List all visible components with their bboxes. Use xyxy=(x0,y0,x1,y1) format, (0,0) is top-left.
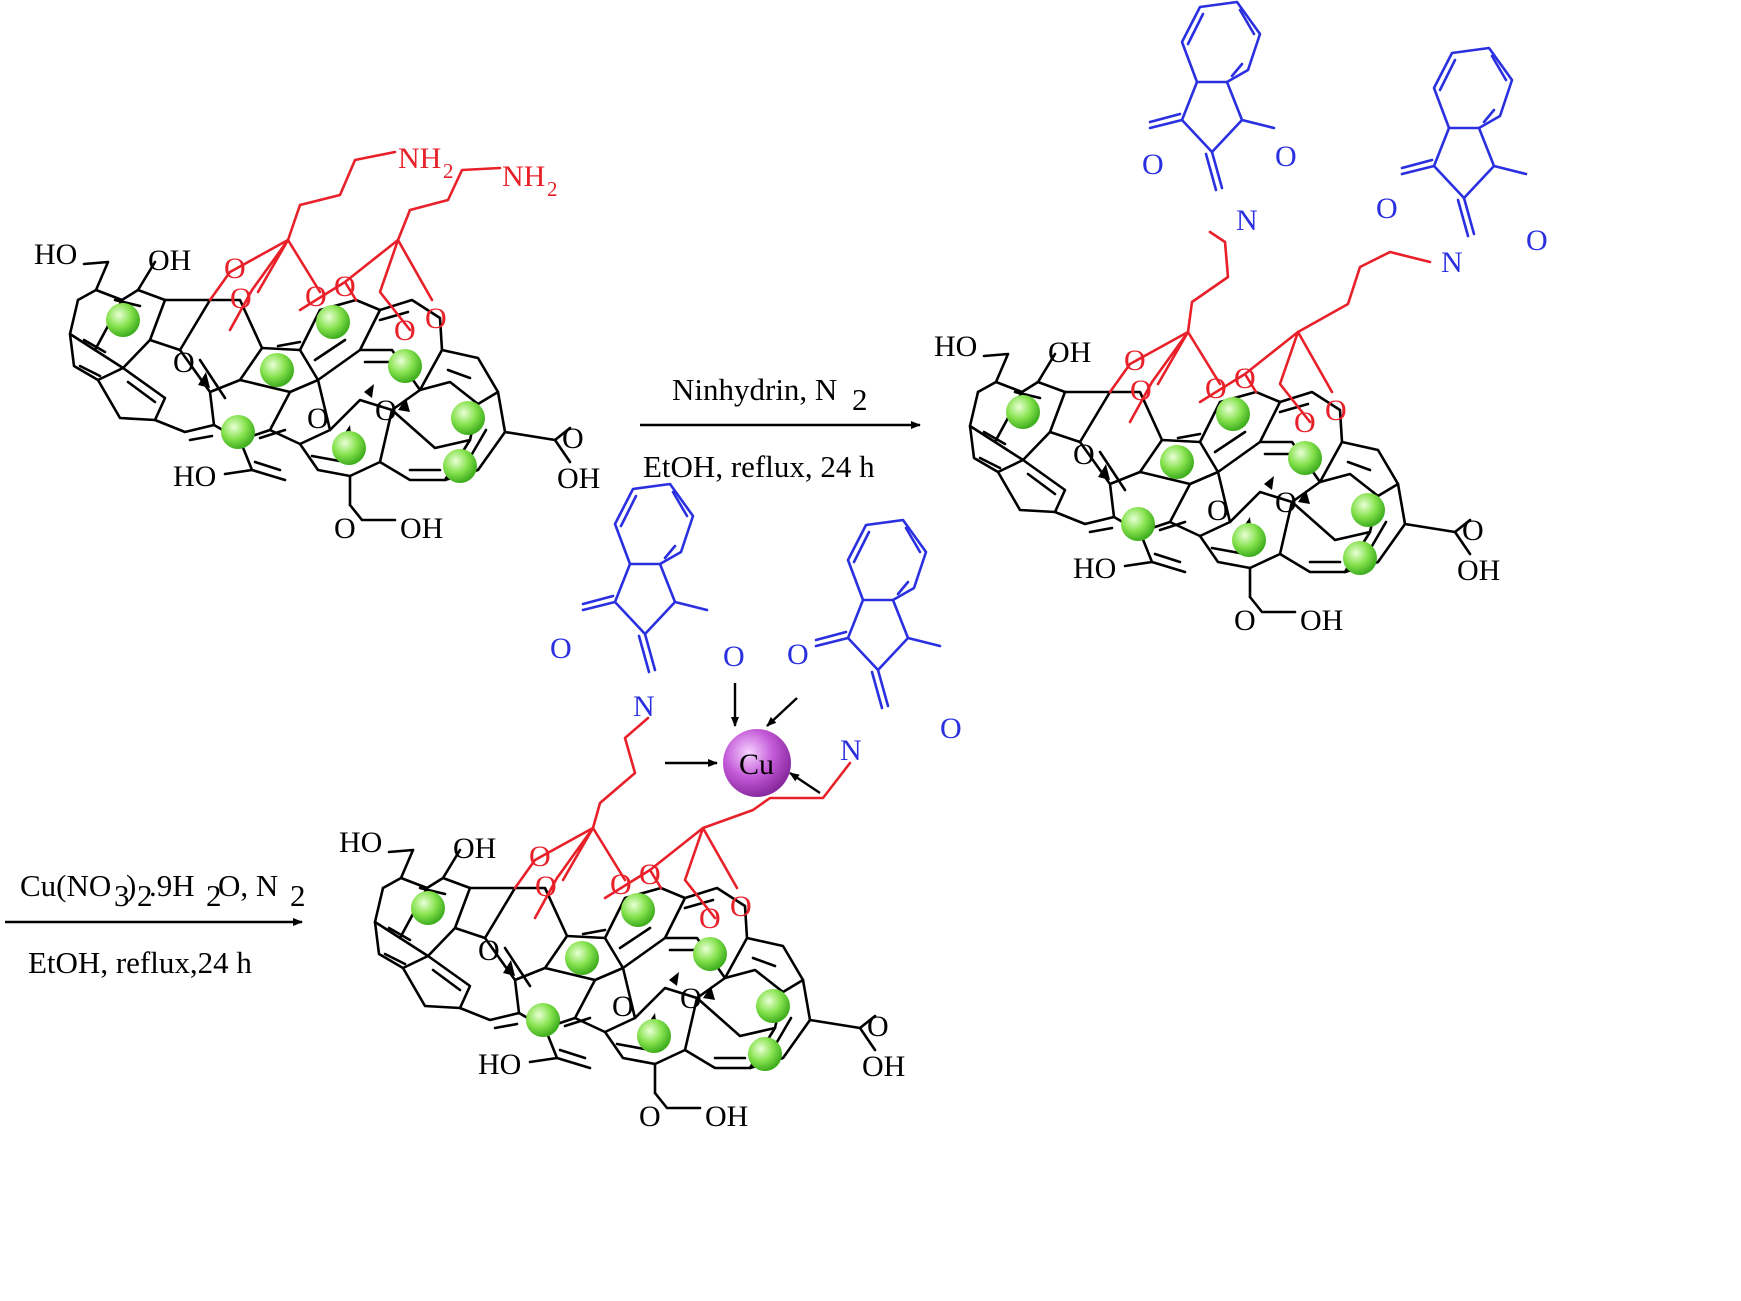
step2-conditions: EtOH, reflux,24 h xyxy=(28,945,252,980)
svg-text:NH: NH xyxy=(502,160,545,193)
amine-label-2: NH 2 xyxy=(502,160,558,201)
svg-text:O: O xyxy=(787,638,809,671)
compound-copper-complex: N N O O O O Cu xyxy=(337,482,962,1135)
svg-text:O: O xyxy=(1376,192,1398,225)
svg-text:Cu(NO: Cu(NO xyxy=(20,868,111,903)
step1-reagent-subscript: 2 xyxy=(852,382,868,417)
copper-ion xyxy=(723,729,791,797)
imine-n-1: N xyxy=(1236,204,1258,237)
copper-label: Cu xyxy=(739,748,774,781)
svg-text:O, N: O, N xyxy=(218,868,278,903)
svg-text:O: O xyxy=(1526,224,1548,257)
svg-text:2: 2 xyxy=(206,878,222,913)
step1-reagent: Ninhydrin, N xyxy=(672,372,837,407)
compound-imine-sheet: N N O O O O xyxy=(932,0,1548,639)
svg-text:.9H: .9H xyxy=(149,868,195,903)
svg-text:2: 2 xyxy=(547,177,558,201)
svg-text:3: 3 xyxy=(114,878,130,913)
svg-text:O: O xyxy=(1142,148,1164,181)
svg-text:O: O xyxy=(550,632,572,665)
amine-label-1: NH 2 xyxy=(398,142,454,183)
svg-text:O: O xyxy=(1275,140,1297,173)
svg-text:2: 2 xyxy=(290,878,306,913)
svg-text:NH: NH xyxy=(398,142,441,175)
svg-text:O: O xyxy=(940,712,962,745)
svg-text:): ) xyxy=(126,868,136,903)
imine-n-3: N xyxy=(633,690,655,723)
svg-text:2: 2 xyxy=(443,159,454,183)
step1-conditions: EtOH, reflux, 24 h xyxy=(643,449,875,484)
imine-n-2: N xyxy=(1441,246,1463,279)
step2-reagent: Cu(NO 3 ) 2 .9H 2 O, N 2 xyxy=(20,868,306,913)
svg-text:2: 2 xyxy=(137,878,153,913)
imine-n-4: N xyxy=(840,734,862,767)
reaction-arrow-2: Cu(NO 3 ) 2 .9H 2 O, N 2 EtOH, reflux,24… xyxy=(5,868,306,980)
compound-amine-sheet: NH 2 NH 2 xyxy=(32,142,602,547)
svg-text:O: O xyxy=(723,640,745,673)
reaction-arrow-1: Ninhydrin, N 2 EtOH, reflux, 24 h xyxy=(640,372,921,484)
